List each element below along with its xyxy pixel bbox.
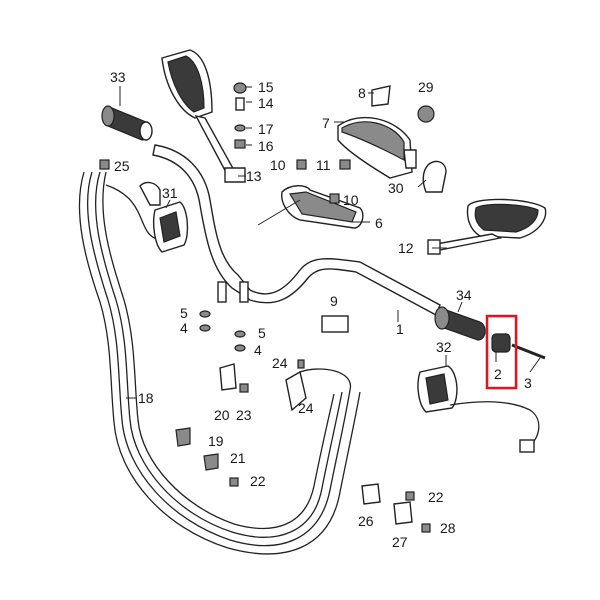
bar-end-weight — [491, 333, 511, 353]
right-mirror — [427, 198, 547, 255]
callout-9: 9 — [330, 293, 338, 309]
callout-16: 16 — [258, 138, 274, 154]
handlebar-cover — [337, 116, 417, 179]
callout-10b: 10 — [343, 192, 359, 208]
callout-12: 12 — [398, 240, 414, 256]
callout-2: 2 — [494, 366, 502, 382]
callout-7: 7 — [322, 115, 330, 131]
bolt-10b — [329, 193, 340, 204]
callout-5b: 5 — [258, 325, 266, 341]
callout-4b: 4 — [254, 342, 262, 358]
bolt-22-left — [229, 477, 239, 487]
cover-cap — [422, 160, 447, 193]
bolt-28 — [421, 523, 431, 533]
cable-guide-24 — [285, 359, 307, 412]
callout-24b: 24 — [298, 400, 314, 416]
washers-4-5 — [199, 310, 246, 352]
cap-15 — [233, 82, 247, 94]
callout-33: 33 — [110, 69, 126, 85]
callout-21: 21 — [230, 450, 246, 466]
callout-8: 8 — [358, 85, 366, 101]
callout-24a: 24 — [272, 355, 288, 371]
callout-22a: 22 — [250, 473, 266, 489]
label-9 — [321, 315, 349, 333]
holder-27 — [393, 501, 413, 525]
callout-30: 30 — [388, 180, 404, 196]
clamps-19-21 — [175, 427, 219, 471]
highlight-box-part-2 — [485, 314, 518, 390]
callout-20: 20 — [214, 407, 230, 423]
left-switch-assembly — [139, 181, 189, 253]
throttle-cable-assembly — [78, 171, 361, 555]
bolt-22-right — [405, 491, 415, 501]
holder-26 — [361, 483, 381, 505]
callout-29: 29 — [418, 79, 434, 95]
callout-25: 25 — [114, 158, 130, 174]
cable-clip-20-23 — [219, 363, 249, 393]
callout-1: 1 — [396, 321, 404, 337]
left-mirror — [161, 49, 246, 183]
bolt-25 — [99, 159, 110, 170]
callout-23: 23 — [236, 407, 252, 423]
right-grip — [434, 306, 486, 341]
leader-lines — [119, 86, 541, 399]
callout-34: 34 — [456, 287, 472, 303]
callout-10a: 10 — [270, 157, 286, 173]
right-switch-assembly — [417, 365, 540, 453]
callout-labels: 1 2 3 4 4 5 5 6 7 8 9 10 10 11 12 13 14 … — [110, 69, 532, 550]
callout-18: 18 — [138, 390, 154, 406]
handlebar-clamp-stud-right — [239, 281, 249, 303]
handlebar-clamp-stud-left — [217, 281, 227, 303]
callout-28: 28 — [440, 520, 456, 536]
handlebar — [152, 144, 441, 316]
rubber-pad-8 — [371, 85, 391, 107]
handlebar-trim — [281, 185, 364, 229]
left-grip — [101, 105, 153, 141]
callout-22b: 22 — [428, 489, 444, 505]
grommet-29 — [417, 105, 435, 123]
callout-31: 31 — [162, 185, 178, 201]
callout-32: 32 — [436, 339, 452, 355]
callout-13: 13 — [246, 168, 262, 184]
callout-14: 14 — [258, 95, 274, 111]
callout-26: 26 — [358, 513, 374, 529]
callout-19: 19 — [208, 433, 224, 449]
callout-5a: 5 — [180, 305, 188, 321]
callout-6: 6 — [375, 215, 383, 231]
callout-3: 3 — [524, 375, 532, 391]
nut-11 — [339, 159, 351, 170]
callout-15: 15 — [258, 79, 274, 95]
callout-4a: 4 — [180, 320, 188, 336]
callout-27: 27 — [392, 534, 408, 550]
bar-end-bolt — [511, 343, 546, 360]
nut-16 — [234, 139, 246, 149]
bolt-10 — [296, 159, 307, 170]
callout-11: 11 — [316, 157, 331, 173]
washer-17 — [234, 124, 246, 132]
bolt-14 — [235, 97, 245, 111]
callout-17: 17 — [258, 121, 274, 137]
